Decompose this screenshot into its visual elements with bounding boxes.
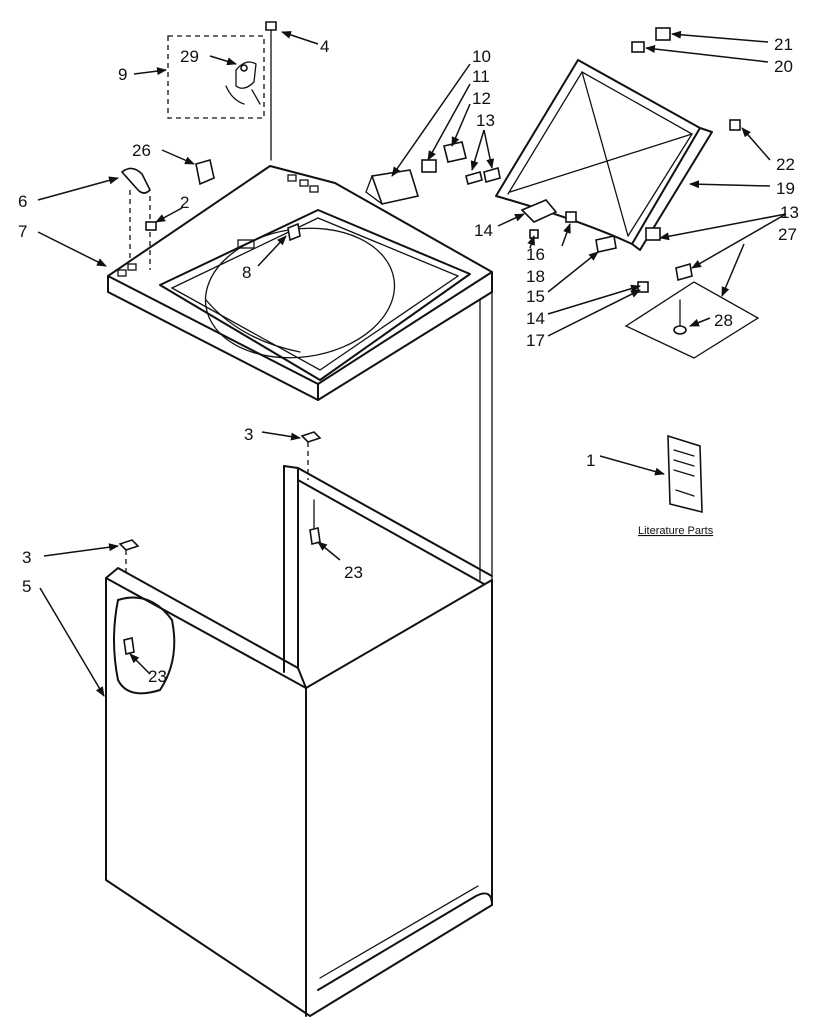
callout-13-right: 13 [780,203,799,222]
callout-1: 1 [586,451,595,470]
callout-27: 27 [778,225,797,244]
cabinet [105,291,493,1017]
callout-5: 5 [22,577,31,596]
callout-arrows [37,30,787,697]
callout-3-bottom: 3 [22,548,31,567]
callout-7: 7 [18,222,27,241]
callout-18: 18 [526,267,545,286]
callout-21: 21 [774,35,793,54]
callout-6: 6 [18,192,27,211]
top-panel [107,165,493,401]
small-parts [118,21,760,655]
callout-3-top: 3 [244,425,253,444]
callout-28: 28 [714,311,733,330]
callout-9: 9 [118,65,127,84]
callout-29: 29 [180,47,199,66]
lid [495,59,713,251]
callout-10: 10 [472,47,491,66]
callout-8: 8 [242,263,251,282]
callout-26: 26 [132,141,151,160]
callout-20: 20 [774,57,793,76]
callout-19: 19 [776,179,795,198]
wire-harness-box [167,35,265,119]
callout-17: 17 [526,331,545,350]
literature-parts-label: Literature Parts [638,525,714,537]
callout-labels: 1 2 3 3 4 5 6 7 8 9 10 11 12 13 13 14 14… [18,35,799,686]
callout-14-lower: 14 [526,309,545,328]
callout-23-top: 23 [344,563,363,582]
callout-16: 16 [526,245,545,264]
callout-4: 4 [320,37,329,56]
callout-15: 15 [526,287,545,306]
callout-12: 12 [472,89,491,108]
callout-22: 22 [776,155,795,174]
callout-11: 11 [472,67,490,86]
callout-23-side: 23 [148,667,167,686]
callout-2: 2 [180,193,189,212]
callout-14-upper: 14 [474,221,493,240]
callout-13-top: 13 [476,111,495,130]
